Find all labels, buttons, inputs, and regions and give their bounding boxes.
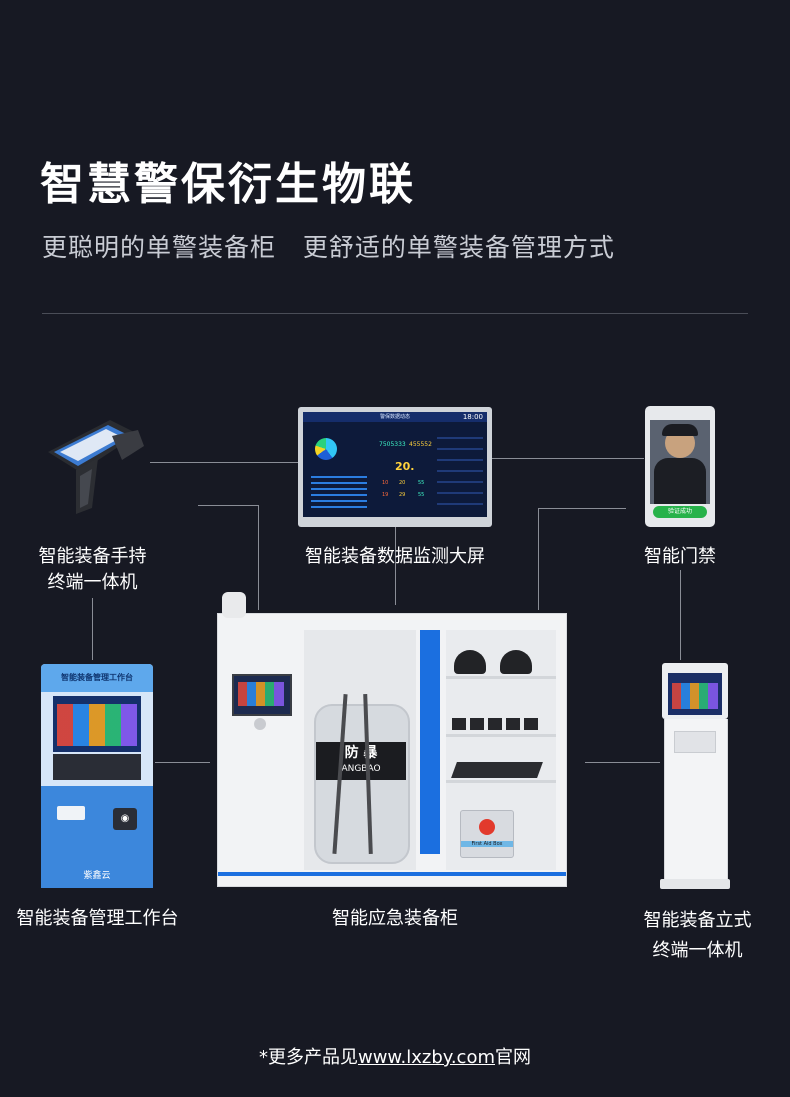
footer-note: *更多产品见www.lxzby.com官网	[0, 1043, 790, 1069]
website-link[interactable]: www.lxzby.com	[357, 1047, 495, 1068]
big-screen-stat: 10	[382, 480, 389, 486]
big-screen-label: 智能装备数据监测大屏	[305, 546, 485, 567]
access-success-badge	[653, 506, 707, 518]
shelf	[446, 734, 556, 737]
first-aid-box: First Aid Box	[460, 810, 514, 858]
cabinet-base-stripe	[218, 872, 566, 876]
connector-line	[198, 505, 258, 506]
big-screen-stat: 55	[418, 492, 425, 498]
big-screen-bars	[311, 472, 367, 508]
kiosk-printer-slot	[674, 731, 716, 753]
workstation-console	[53, 754, 141, 780]
access-gate-device: 验证成功	[645, 406, 715, 527]
shelf	[446, 676, 556, 679]
connector-line	[585, 762, 660, 763]
kiosk-label: 智能装备立式 终端一体机	[643, 910, 752, 961]
red-cross-icon	[479, 819, 495, 835]
workstation-lower-panel	[41, 786, 153, 888]
officer-body	[654, 458, 706, 504]
handheld-terminal-image	[40, 412, 150, 522]
connector-line	[492, 458, 644, 459]
workstation-label: 智能装备管理工作台	[16, 908, 179, 929]
first-aid-label: First Aid Box	[461, 841, 513, 847]
riot-shield	[314, 704, 410, 864]
big-screen-stat: 19	[382, 492, 389, 498]
shield-band	[316, 742, 406, 780]
big-screen-num1: 7505333	[379, 441, 406, 448]
vest-icon	[451, 762, 543, 778]
big-screen-device: 警保数据动态 18:00 7505333 455552 20. 10 20 55…	[298, 407, 492, 527]
big-screen-list	[437, 428, 483, 510]
access-gate-screen	[650, 420, 710, 504]
nfc-reader-icon: ◉	[113, 808, 137, 830]
access-success-text: 验证成功	[667, 508, 692, 515]
emergency-cabinet-label: 智能应急装备柜	[332, 908, 458, 929]
cabinet-touchscreen-tiles	[238, 682, 284, 706]
connector-line	[92, 598, 93, 660]
access-gate-label: 智能门禁	[644, 546, 716, 567]
camera-dome	[222, 592, 246, 618]
page-subtitle: 更聪明的单警装备柜 更舒适的单警装备管理方式	[42, 233, 615, 262]
workstation-tiles	[57, 704, 137, 746]
big-screen-clock: 18:00	[462, 413, 483, 421]
big-screen-stat: 55	[418, 480, 425, 486]
kiosk-base	[660, 879, 730, 889]
helmet-icon	[454, 650, 486, 674]
workstation-device: 智能装备管理工作台 ◉ 紫鑫云	[41, 664, 153, 888]
pie-chart-icon	[315, 438, 337, 460]
emergency-cabinet-device: 防 暴 ANGBAO First Aid Box	[217, 592, 567, 887]
blue-strip	[420, 630, 440, 854]
header-divider	[42, 313, 748, 314]
big-screen-stat: 20	[399, 480, 406, 486]
connector-line	[155, 762, 210, 763]
workstation-header: 智能装备管理工作台	[61, 673, 133, 682]
big-screen-display: 警保数据动态 18:00 7505333 455552 20. 10 20 55…	[303, 412, 487, 517]
connector-line	[258, 505, 259, 610]
kiosk-device	[660, 663, 730, 889]
connector-line	[538, 508, 626, 509]
big-screen-header: 警保数据动态	[379, 414, 410, 420]
shelf	[446, 780, 556, 783]
gloves-icon	[452, 718, 542, 730]
connector-line	[538, 508, 539, 610]
card-slot	[57, 806, 85, 820]
kiosk-screen-tiles	[672, 683, 718, 709]
footer-suffix: 官网	[495, 1047, 531, 1068]
connector-line	[680, 570, 681, 660]
page-title: 智慧警保衍生物联	[40, 159, 416, 210]
big-screen-stat: 29	[399, 492, 406, 498]
speaker-icon	[254, 718, 266, 730]
workstation-brand: 紫鑫云	[83, 871, 111, 881]
shield-subtext: ANGBAO	[341, 764, 381, 774]
big-screen-num2: 455552	[409, 441, 432, 448]
workstation-header-bar	[41, 664, 153, 692]
connector-line	[150, 462, 298, 463]
big-screen-num3: 20.	[395, 460, 415, 473]
connector-line	[395, 525, 396, 605]
helmet-icon	[500, 650, 532, 674]
shield-text: 防 暴	[344, 745, 378, 761]
officer-cap	[662, 424, 698, 436]
handheld-label: 智能装备手持 终端一体机	[38, 546, 147, 593]
big-screen-topbar	[303, 412, 487, 422]
footer-prefix: *更多产品见	[258, 1047, 358, 1068]
